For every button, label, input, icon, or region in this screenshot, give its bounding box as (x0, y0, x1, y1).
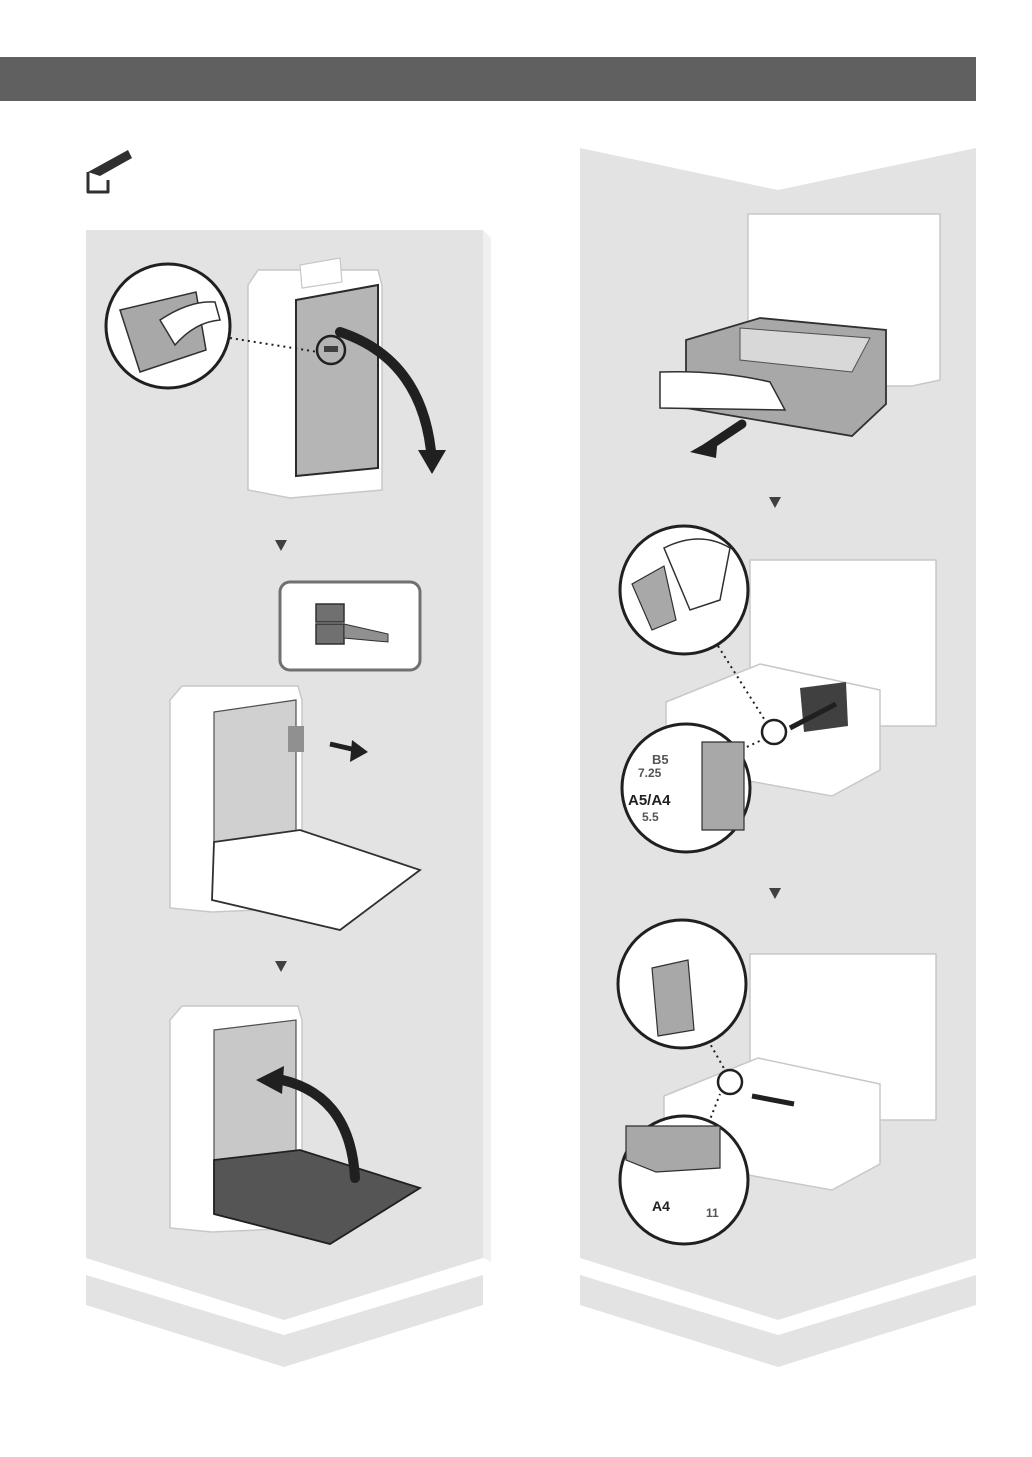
label-11: 11 (706, 1206, 719, 1220)
step-down-icon (769, 497, 781, 508)
label-a5-size: 5.5 (642, 810, 659, 824)
tape-icon (88, 150, 132, 192)
step-down-icon (769, 888, 781, 899)
tape-removal-callout (280, 582, 420, 670)
zoom-circle-handle (106, 264, 230, 388)
step-down-icon (275, 961, 287, 972)
zoom-circle-a4-mark (620, 1116, 748, 1244)
zoom-circle-end-guide (618, 920, 746, 1048)
label-b5: B5 (652, 752, 669, 767)
zoom-circle-guide-lever (620, 526, 748, 654)
label-a5-a4: A5/A4 (628, 792, 671, 809)
label-b5-size: 7.25 (638, 766, 661, 780)
zoom-circle-size-marks (622, 724, 750, 852)
step-down-icon (275, 540, 287, 551)
label-a4: A4 (652, 1198, 670, 1214)
